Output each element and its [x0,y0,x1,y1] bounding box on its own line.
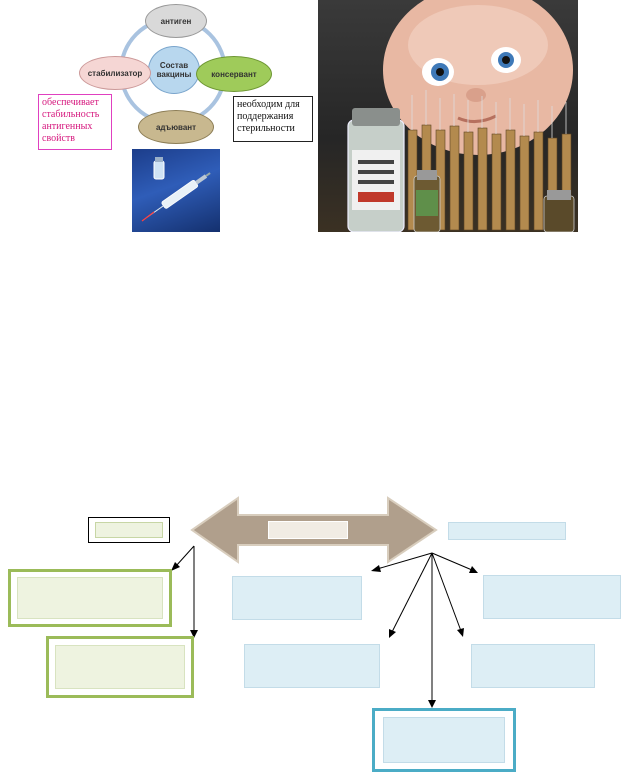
syringe-photo [132,149,220,232]
stabilizer-ellipse: стабилизатор [79,56,151,90]
preservative-note-text: необходим для поддержания стерильности [237,99,300,134]
teal-box [372,708,516,772]
right-header-box [448,522,566,540]
antigen-ellipse: антиген [145,4,207,38]
antigen-label: антиген [160,16,192,26]
green-box-2 [46,636,194,698]
left-header-box [88,517,170,543]
vaccine-composition-diagram: Состав вакцины антиген стабилизатор конс… [75,0,315,150]
adjuvant-ellipse: адъювант [138,110,214,144]
blue-box-2 [483,575,621,619]
arrow-center-box [268,521,348,539]
adjuvant-label: адъювант [155,122,197,132]
stabilizer-note: обеспечивает стабильность антигенных сво… [38,94,112,150]
preservative-ellipse: консервант [196,56,272,92]
stabilizer-note-text: обеспечивает стабильность антигенных сво… [42,97,100,144]
preservative-note: необходим для поддержания стерильности [233,96,313,142]
blue-box-1 [232,576,362,620]
green-box-1 [8,569,172,627]
center-label: Состав вакцины [156,61,192,79]
blue-box-4 [471,644,595,688]
stabilizer-label: стабилизатор [87,68,143,78]
preservative-label: консервант [211,69,257,79]
baby-photo [318,0,578,232]
blue-box-3 [244,644,380,688]
